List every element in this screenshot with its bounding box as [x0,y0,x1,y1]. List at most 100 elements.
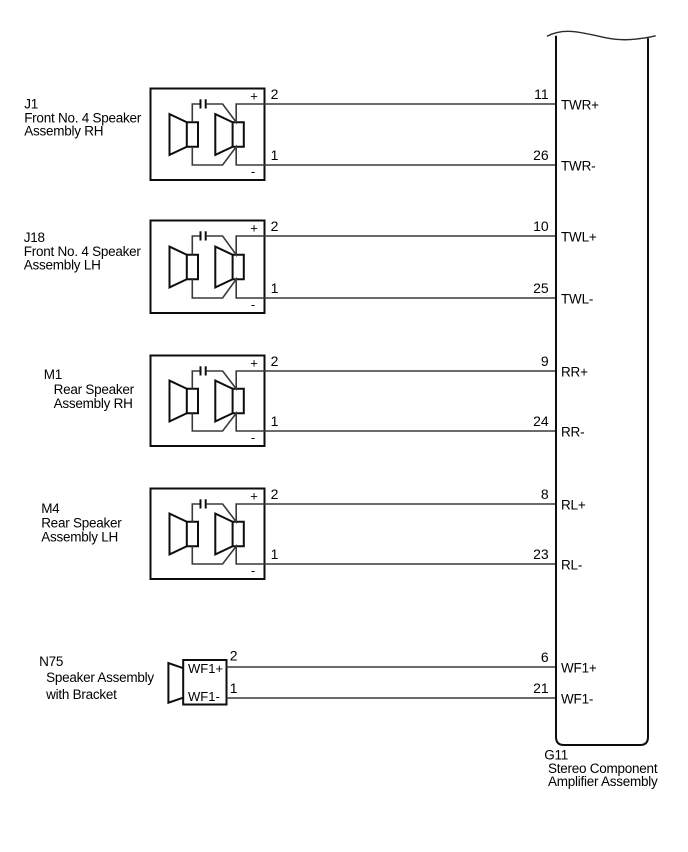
capacitor-plate-right [204,99,207,109]
component-label-speakers-2: M1 Rear Speaker Assembly RH [44,367,135,411]
signal-label-top: TWL+ [561,229,597,244]
component-desc-line1: Rear Speaker [54,382,135,397]
connector-pin-top: 2 [271,353,279,369]
woofer-driver-icon [185,387,200,415]
connector-pin-bottom: 1 [271,280,279,296]
tweeter-cone-icon [214,379,234,423]
amplifier-break-wave [546,30,656,41]
connector-pin-bottom: 1 [271,413,279,429]
negative-wire [191,543,556,565]
positive-wire [191,370,556,392]
component-desc-line1: Front No. 4 Speaker [24,244,142,259]
component-desc-line2: Assembly LH [24,257,101,272]
plus-label: + [250,89,258,104]
woofer-driver-icon [185,121,200,148]
component-code: N75 [39,654,63,669]
tweeter-driver-icon [231,253,245,281]
signal-label-bottom: TWR- [561,158,595,173]
woofer-block: WF1+ WF1- 2 1 6 21 WF1+ WF1- [167,648,597,706]
capacitor-plate-right [204,366,207,376]
woofer-cone-icon [168,512,188,556]
woofer-driver-icon [185,520,200,548]
connector-pin-bottom: 1 [271,546,279,562]
woofer-cone-icon [167,661,184,705]
capacitor-plate-left [199,366,202,376]
component-desc-line1: Speaker Assembly [46,670,154,685]
amplifier-body [555,35,649,746]
connector-pin-top: 2 [271,486,279,502]
speaker-box [149,219,266,314]
minus-label: - [251,563,255,578]
tweeter-cone-icon [214,512,234,556]
tweeter-driver-icon [231,121,245,148]
tweeter-cone-icon [214,112,234,157]
capacitor-plate-right [204,499,207,509]
connector-pin-top: 2 [271,218,279,234]
capacitor-plate-right [204,231,207,241]
amp-pin-bottom: 24 [533,413,549,429]
positive-wire [191,103,556,125]
component-code: M4 [41,501,60,516]
positive-wire [191,235,556,258]
speaker-block-0: + - 2 1 11 26 TWR+ TWR- [149,86,599,181]
component-label-woofer: N75 Speaker Assembly with Bracket [39,654,155,702]
capacitor-plate-left [199,499,202,509]
amplifier-name-line2: Amplifier Assembly [548,774,658,789]
component-code: J18 [24,230,45,245]
speaker-block-2: + - 2 1 9 24 RR+ RR- [149,353,588,447]
tweeter-driver-icon [231,520,245,548]
signal-label-bottom: TWL- [561,291,593,306]
amp-pin-top: 11 [534,86,549,102]
woofer-cone-icon [168,112,188,157]
amp-pin-bottom: 21 [533,680,549,696]
signal-label-bottom: RR- [561,424,584,439]
amp-pin-top: 8 [541,486,549,502]
amp-pin-bottom: 26 [533,147,549,163]
minus-label: - [251,297,255,312]
connector-pin-top: 2 [271,86,279,102]
component-desc-line2: Assembly RH [24,124,103,139]
tweeter-cone-icon [214,245,234,289]
speaker-box [149,354,266,447]
minus-label: - [251,430,255,445]
amplifier-name-line1: Stereo Component [548,761,658,776]
amplifier-block: G11 Stereo Component Amplifier Assembly [544,30,658,789]
plus-label: + [250,356,258,371]
component-label-speakers-0: J1 Front No. 4 Speaker Assembly RH [24,96,142,138]
speaker-block-3: + - 2 1 8 23 RL+ RL- [149,486,586,580]
component-label-speakers-1: J18 Front No. 4 Speaker Assembly LH [24,230,142,272]
component-desc-line2: Assembly RH [54,396,133,411]
signal-label-bottom: WF1- [561,691,593,706]
connector-pin-bottom: 1 [271,147,279,163]
signal-label-top: RR+ [561,364,588,379]
amp-pin-bottom: 23 [533,546,549,562]
component-code: J1 [24,96,38,111]
speaker-box [149,87,266,181]
connector-pin-bottom: 1 [230,680,238,696]
component-label-speakers-3: M4 Rear Speaker Assembly LH [41,501,122,545]
negative-wire [191,144,556,166]
woofer-connector-box [182,659,228,706]
connector-terminal-label-top: WF1+ [188,661,223,676]
signal-label-top: TWR+ [561,97,599,112]
connector-pin-top: 2 [230,648,238,664]
component-desc-line2: Assembly LH [41,530,118,545]
amp-pin-top: 10 [533,218,549,234]
minus-label: - [251,164,255,179]
amp-pin-top: 6 [541,649,549,665]
amp-pin-top: 9 [541,353,549,369]
capacitor-plate-left [199,231,202,241]
component-desc-line1: Rear Speaker [41,515,122,530]
amp-pin-bottom: 25 [533,280,549,296]
plus-label: + [250,489,258,504]
negative-wire [191,410,556,432]
connector-terminal-label-bottom: WF1- [188,689,220,704]
negative-wire [191,276,556,299]
plus-label: + [250,221,258,236]
speaker-block-1: + - 2 1 10 25 TWL+ TWL- [149,218,597,314]
woofer-cone-icon [168,245,188,289]
signal-label-top: RL+ [561,497,586,512]
component-desc-line2: with Bracket [45,687,117,702]
amplifier-code: G11 [544,748,568,763]
